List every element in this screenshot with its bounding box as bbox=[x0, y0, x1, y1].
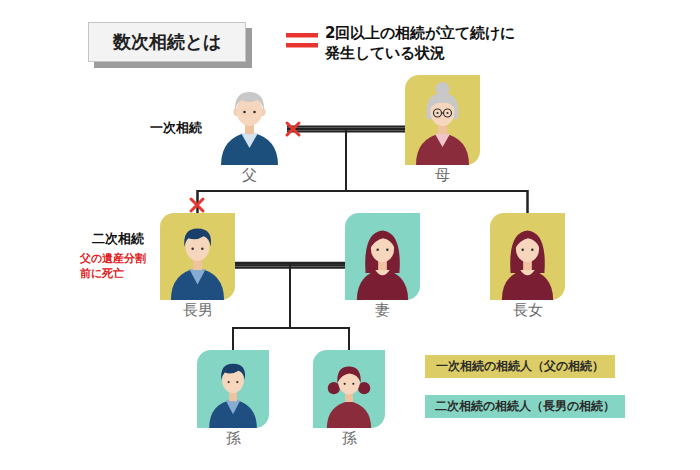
person-box: 妻 bbox=[345, 213, 420, 300]
descent-line bbox=[198, 129, 347, 213]
descent-line bbox=[290, 265, 349, 350]
person-figure bbox=[313, 350, 385, 428]
person-label: 父 bbox=[212, 166, 287, 184]
descent-path bbox=[198, 129, 406, 213]
person-box: 孫 bbox=[313, 350, 385, 428]
descent-line bbox=[233, 265, 290, 350]
person-figure bbox=[212, 75, 287, 165]
person-figure bbox=[490, 213, 565, 300]
person-box: 母 bbox=[405, 75, 480, 165]
person-figure bbox=[197, 350, 269, 428]
person-label: 孫 bbox=[313, 429, 385, 447]
descent-line bbox=[198, 129, 406, 213]
person-box: 長男 bbox=[160, 213, 235, 300]
descent-path bbox=[198, 129, 347, 213]
person-label: 妻 bbox=[345, 301, 420, 319]
note-text: 父の遺産分割 前に死亡 bbox=[80, 252, 150, 282]
person-box: 長女 bbox=[490, 213, 565, 300]
descent-path bbox=[290, 265, 349, 350]
legend-text: 二次相続の相続人（長男の相続） bbox=[435, 398, 615, 415]
death-mark bbox=[287, 123, 299, 135]
legend-swatch: 一次相続の相続人（父の相続） bbox=[425, 355, 615, 378]
stage-label: 一次相続 bbox=[150, 120, 202, 136]
person-box: 孫 bbox=[197, 350, 269, 428]
person-label: 長男 bbox=[160, 301, 235, 319]
descent-path bbox=[233, 265, 290, 350]
descent-path bbox=[235, 265, 349, 350]
title-box: 数次相続とは bbox=[88, 22, 246, 62]
equals-sign bbox=[286, 33, 318, 48]
death-mark bbox=[191, 199, 203, 211]
person-figure bbox=[345, 213, 420, 300]
title-text: 数次相続とは bbox=[113, 30, 221, 54]
person-figure bbox=[160, 213, 235, 300]
legend-swatch: 二次相続の相続人（長男の相続） bbox=[425, 395, 625, 418]
person-label: 孫 bbox=[197, 429, 269, 447]
person-label: 母 bbox=[405, 166, 480, 184]
stage-label: 二次相続 bbox=[92, 231, 144, 247]
legend-text: 一次相続の相続人（父の相続） bbox=[436, 358, 604, 375]
definition-text: 2回以上の相続が立て続けに 発生している状況 bbox=[325, 24, 525, 63]
person-box: 父 bbox=[212, 75, 287, 165]
person-label: 長女 bbox=[490, 301, 565, 319]
person-figure bbox=[405, 75, 480, 165]
descent-line bbox=[235, 265, 349, 350]
